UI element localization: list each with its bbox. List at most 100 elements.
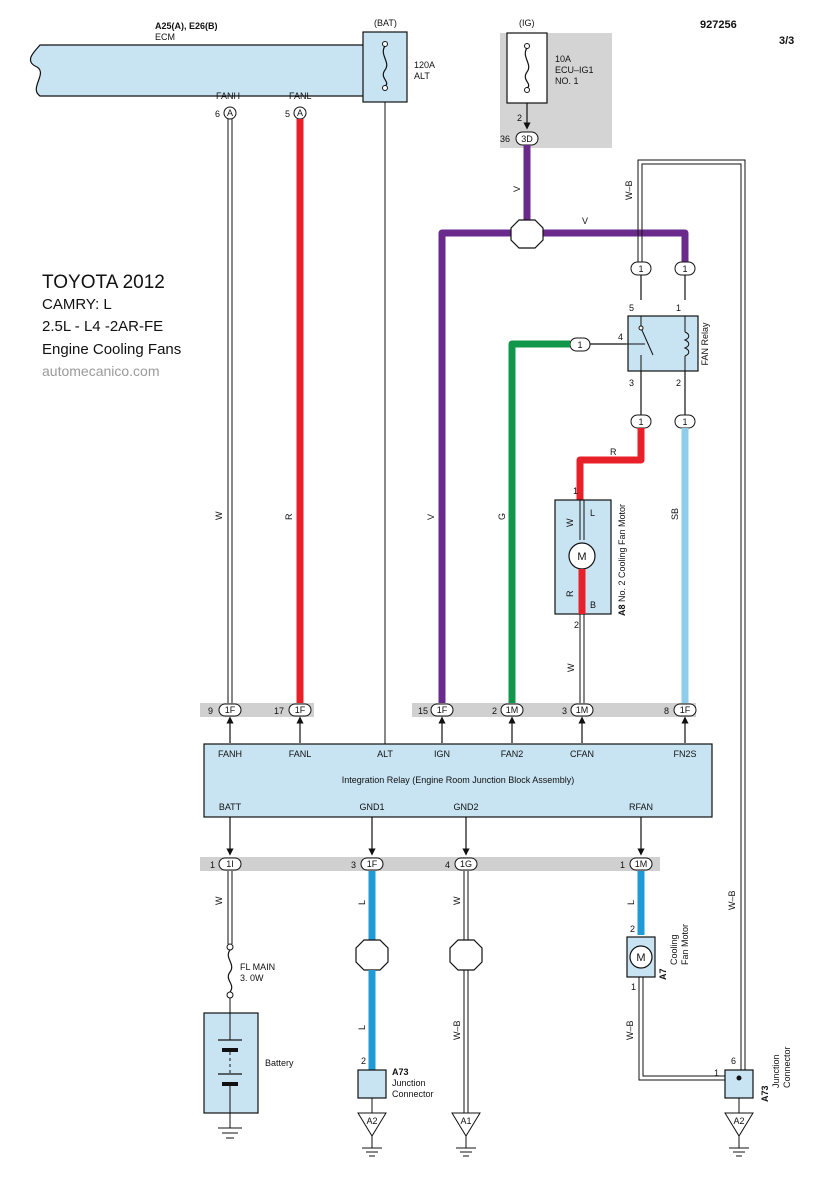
title-system: Engine Cooling Fans [42, 341, 181, 358]
svg-text:Junction: Junction [771, 1054, 781, 1088]
splice-v [510, 219, 544, 249]
svg-text:17: 17 [274, 706, 284, 716]
wire-ign-color: V [426, 514, 436, 520]
svg-text:IGN: IGN [434, 749, 450, 759]
svg-text:L: L [357, 1025, 367, 1030]
svg-text:8: 8 [664, 706, 669, 716]
wire-fanl: R [284, 119, 304, 703]
svg-text:M: M [577, 551, 586, 563]
wire-sb-color: SB [670, 508, 680, 520]
fl-main-rating: 3. 0W [240, 973, 264, 983]
page-number: 3/3 [779, 35, 794, 47]
title-make-year: TOYOTA 2012 [42, 272, 165, 293]
svg-text:1F: 1F [225, 705, 236, 715]
svg-text:BATT: BATT [219, 802, 242, 812]
motor2-wire-bottom: R [565, 590, 575, 597]
svg-text:1M: 1M [635, 859, 648, 869]
svg-text:Cooling: Cooling [669, 934, 679, 965]
doc-id: 927256 [700, 19, 737, 31]
title-engine: 2.5L - L4 -2AR-FE [42, 318, 163, 335]
relay-pin-1: 1 [676, 303, 681, 313]
ig-fuse-name2: NO. 1 [555, 76, 579, 86]
inline-connector-relay-4-label: 1 [577, 340, 582, 350]
ecu-ig1-fuse: (IG) 10A ECU–IG1 NO. 1 2 36 3D [500, 18, 612, 148]
svg-text:15: 15 [418, 706, 428, 716]
inline-connector-relay-2-label: 1 [682, 417, 687, 427]
junction-connector-a73-right [724, 1069, 754, 1099]
alt-fuse: (BAT) 120A ALT [362, 18, 435, 103]
conn-1g-4 [454, 857, 478, 871]
ground-a2-right: A2 [733, 1116, 744, 1126]
svg-text:1I: 1I [226, 859, 234, 869]
svg-text:FANL: FANL [289, 749, 312, 759]
svg-text:1M: 1M [576, 705, 589, 715]
relay-pin-5: 5 [629, 303, 634, 313]
svg-text:A73: A73 [760, 1085, 770, 1102]
ig-fuse-rating: 10A [555, 54, 571, 64]
ground-a1: A1 [460, 1116, 471, 1126]
svg-text:A73: A73 [392, 1067, 409, 1077]
svg-text:4: 4 [445, 860, 450, 870]
battery [203, 1012, 259, 1114]
motor2-pin-top: 1 [573, 486, 578, 496]
svg-text:RFAN: RFAN [629, 802, 653, 812]
wire-ig-feed: V V V [426, 145, 689, 703]
motor2-term-bottom: B [590, 600, 596, 610]
title-model: CAMRY: L [42, 296, 112, 313]
motor2-pin-bottom: 2 [574, 620, 579, 630]
svg-text:1: 1 [631, 982, 636, 992]
motor2-wire-top: W [565, 518, 575, 527]
wire-v-right-color: V [582, 216, 588, 226]
svg-text:GND1: GND1 [359, 802, 384, 812]
svg-text:M: M [636, 952, 645, 964]
ecm-pin-fanh-label: FANH [216, 91, 240, 101]
wire-fanh-color: W [214, 511, 224, 520]
ecm-name: ECM [155, 32, 175, 42]
svg-text:FAN2: FAN2 [501, 749, 524, 759]
junction-connector-a73-left [357, 1069, 387, 1099]
gnd2-branch: W W–B A1 [449, 871, 483, 1157]
wire-cfan: W [566, 614, 585, 703]
conn-1f-3 [360, 857, 384, 871]
svg-text:1F: 1F [367, 859, 378, 869]
svg-text:ALT: ALT [377, 749, 393, 759]
svg-text:W–B: W–B [625, 1020, 635, 1040]
ecm-pin-fanl-num: 5 [285, 109, 290, 119]
wire-fanl-color: R [284, 513, 294, 520]
conn-1f-17 [288, 703, 312, 717]
ecm-conn-a-2: A [297, 108, 303, 118]
wire-fanh: W [214, 119, 233, 703]
ground-a2-left: A2 [366, 1116, 377, 1126]
conn-1f-8 [673, 703, 697, 717]
ig-fuse-name1: ECU–IG1 [555, 65, 594, 75]
ig-conn-3d: 3D [521, 134, 533, 144]
ecm-pin-fanh-num: 6 [215, 109, 220, 119]
no2-cooling-fan-motor: 1 2 W L M R B A8 No. 2 Cooling Fan Motor [554, 486, 627, 630]
ecm-block: A25(A), E26(B) ECM FANH FANL 6 5 A A [29, 21, 389, 120]
wire-relay-to-motor-color: R [610, 447, 617, 457]
svg-text:Fan Motor: Fan Motor [680, 924, 690, 965]
ecm-conn-a-1: A [227, 108, 233, 118]
site-watermark: automecanico.com [42, 363, 160, 379]
svg-text:3: 3 [351, 860, 356, 870]
wire-wb-right-color: W–B [727, 890, 737, 910]
conn-1m-3 [570, 703, 594, 717]
battery-branch: W FL MAIN 3. 0W Battery [203, 871, 294, 1139]
inline-connector-relay-1-label: 1 [682, 264, 687, 274]
conn-1f-9 [218, 703, 242, 717]
motor2-code: A8 [617, 604, 627, 616]
svg-text:L: L [357, 900, 367, 905]
inline-connector-relay-5-label: 1 [638, 264, 643, 274]
relay-pin-4: 4 [618, 332, 623, 342]
svg-text:1: 1 [714, 1068, 719, 1078]
svg-text:W: W [452, 896, 462, 905]
inline-connector-relay-3-label: 1 [638, 417, 643, 427]
svg-text:1M: 1M [506, 705, 519, 715]
integration-relay-name: Integration Relay (Engine Room Junction … [342, 775, 575, 785]
conn-1m-2 [500, 703, 524, 717]
conn-1m-1 [629, 857, 653, 871]
svg-text:FANH: FANH [218, 749, 242, 759]
gnd1-branch: L L 2 A73 Junction Connector A2 [355, 871, 434, 1157]
wire-cfan-color: W [566, 663, 576, 672]
